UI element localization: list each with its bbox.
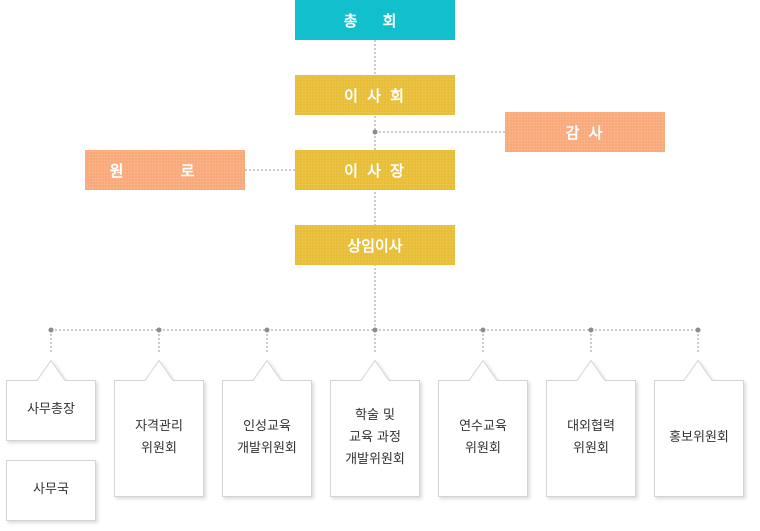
board-of-directors-box: 이 사 회 [295, 75, 455, 115]
department-character-education-committee: 인성교육 개발위원회 [237, 419, 297, 456]
department-pr-committee: 홍보위원회 [669, 430, 729, 445]
junction-dot [588, 327, 594, 333]
department-qualification-committee: 자격관리 위원회 [135, 419, 183, 456]
department-card [222, 359, 312, 497]
department-training-committee: 연수교육 위원회 [459, 419, 507, 456]
standing-director-box: 상임이사 [295, 225, 455, 265]
department-office: 사무국 [33, 482, 69, 497]
department-card [6, 359, 96, 441]
department-secretary-general: 사무총장 [27, 402, 75, 417]
junction-dot [48, 327, 54, 333]
elders-box: 원 로 [85, 150, 245, 190]
department-external-relations-committee: 대외협력 위원회 [567, 419, 615, 456]
department-card [330, 359, 420, 497]
auditor-box: 감 사 [505, 112, 665, 152]
junction-dot [372, 327, 378, 333]
junction-dot [480, 327, 486, 333]
office-card [6, 460, 96, 521]
department-card [546, 359, 636, 497]
chairman-box: 이 사 장 [295, 150, 455, 190]
junction-dot [264, 327, 270, 333]
department-academic-curriculum-committee: 학술 및 교육 과정 개발위원회 [345, 408, 405, 467]
department-card [114, 359, 204, 497]
department-card [438, 359, 528, 497]
junction-dot [695, 327, 701, 333]
junction-dot [156, 327, 162, 333]
department-card [654, 359, 744, 497]
general-meeting-box: 총 회 [295, 0, 455, 40]
junction-dot [372, 129, 378, 135]
